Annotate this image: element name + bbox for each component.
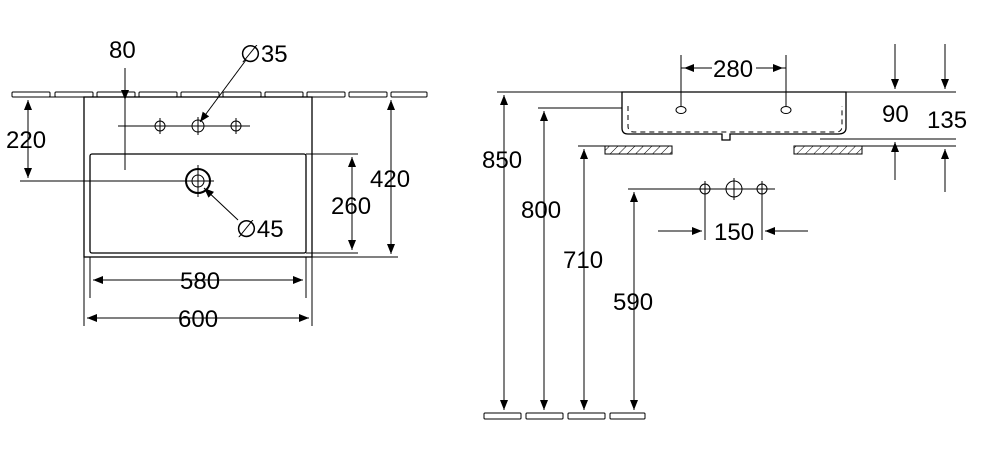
outlet-hole-right bbox=[756, 181, 768, 197]
dim-bowl-depth: 260 bbox=[331, 193, 371, 220]
floor-tiles bbox=[483, 412, 646, 420]
dim-bowl-width: 580 bbox=[180, 268, 220, 295]
basin-outline bbox=[83, 96, 313, 258]
dim-tap-spacing: 280 bbox=[713, 56, 753, 83]
dim-outlet-spacing: 150 bbox=[714, 219, 754, 246]
side-tap-hole-right bbox=[780, 106, 792, 114]
tap-hole-right bbox=[230, 118, 242, 134]
bowl-outline bbox=[89, 153, 307, 254]
dim-rim-height: 90 bbox=[882, 101, 909, 128]
svg-text:∅45: ∅45 bbox=[236, 216, 284, 243]
dim-total-depth: 420 bbox=[370, 166, 410, 193]
dim-height-590: 590 bbox=[613, 289, 653, 316]
svg-text:∅35: ∅35 bbox=[240, 41, 288, 68]
dim-height-850: 850 bbox=[482, 147, 522, 174]
dim-total-width: 600 bbox=[178, 306, 218, 333]
side-tap-hole-left bbox=[675, 106, 687, 114]
bracket-left bbox=[604, 145, 673, 155]
drain bbox=[20, 165, 214, 197]
outlet-hole-center bbox=[725, 178, 743, 200]
outlet-hole-left bbox=[699, 181, 711, 197]
dim-drain-label: ∅45 bbox=[236, 216, 284, 243]
dim-tap-offset: 80 bbox=[109, 37, 136, 64]
dim-total-height: 135 bbox=[927, 107, 967, 134]
dim-tap-hole-label: ∅35 bbox=[240, 41, 288, 68]
dim-height-800: 800 bbox=[521, 197, 561, 224]
dim-depth-to-drain: 220 bbox=[6, 127, 46, 154]
basin-side-outline bbox=[621, 91, 847, 141]
tap-hole-center bbox=[191, 117, 205, 135]
bracket-right bbox=[793, 145, 863, 155]
plan-view: 80 ∅35 220 ∅45 260 420 580 600 bbox=[6, 37, 428, 333]
side-view: 280 90 135 850 800 710 bbox=[482, 44, 967, 420]
tap-hole-left bbox=[154, 118, 166, 134]
dim-height-710: 710 bbox=[563, 247, 603, 274]
